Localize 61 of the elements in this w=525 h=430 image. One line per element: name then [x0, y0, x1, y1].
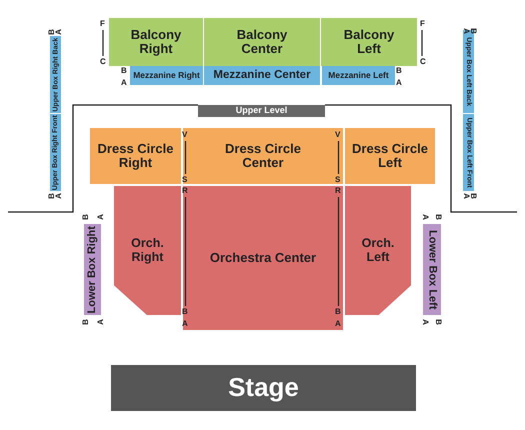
- row-letter: B: [48, 193, 56, 199]
- section-name: Dress Circle Center: [224, 142, 302, 170]
- row-letter: A: [420, 319, 429, 325]
- seating-section: [204, 18, 320, 66]
- row-letter: B: [434, 319, 442, 325]
- row-letter: R: [335, 187, 341, 195]
- section-name: Dress Circle Right: [96, 142, 174, 170]
- seating-section: [183, 186, 343, 330]
- row-letter: A: [121, 79, 127, 87]
- row-letter: A: [462, 28, 470, 34]
- row-letter: C: [100, 58, 106, 66]
- section-name: Balcony Left: [342, 28, 396, 56]
- seating-section: [204, 66, 320, 85]
- row-letter: A: [420, 214, 429, 220]
- seating-section: [345, 186, 411, 315]
- section-name: Dress Circle Left: [351, 142, 429, 170]
- seating-section: [423, 224, 441, 315]
- row-letter: C: [420, 58, 426, 66]
- row-letter: B: [82, 214, 90, 220]
- section-name: Mezzanine Right: [133, 71, 200, 80]
- row-letter: B: [468, 28, 477, 34]
- row-letter: S: [335, 176, 340, 184]
- row-letter: A: [96, 214, 105, 220]
- section-name: Balcony Center: [236, 28, 288, 56]
- row-letter: F: [420, 20, 425, 28]
- row-letter: A: [462, 193, 470, 199]
- section-name: Orchestra Center: [210, 251, 316, 265]
- section-name: Stage: [228, 374, 299, 402]
- row-letter: A: [54, 29, 63, 35]
- section-name: Orch. Left: [360, 237, 396, 264]
- section-name: Mezzanine Center: [213, 69, 311, 82]
- seating-section: [322, 66, 395, 85]
- row-letter: A: [96, 319, 105, 325]
- section-name: Balcony Right: [130, 28, 182, 56]
- row-letter: B: [396, 67, 402, 75]
- section-name: Upper Level: [236, 106, 288, 116]
- seating-section: [463, 114, 474, 191]
- seating-section: [130, 66, 203, 85]
- stage: [111, 365, 416, 411]
- row-letter: B: [434, 214, 442, 220]
- seating-section: [114, 186, 181, 315]
- row-letter: B: [468, 193, 477, 199]
- row-letter: V: [335, 131, 340, 139]
- row-letter: A: [396, 79, 402, 87]
- level-banner: [198, 105, 325, 117]
- row-letter: A: [54, 193, 63, 199]
- row-letter: A: [335, 320, 341, 328]
- seating-section: [90, 128, 181, 184]
- seating-section: [183, 128, 343, 184]
- section-name: Mezzanine Left: [328, 71, 389, 80]
- section-name: Lower Box Left: [426, 230, 438, 310]
- section-name: Orch. Right: [130, 237, 165, 264]
- seating-section: [321, 18, 417, 66]
- row-letter: B: [335, 308, 341, 316]
- row-letter: F: [100, 20, 105, 28]
- seating-section: [109, 18, 203, 66]
- row-letter: B: [82, 319, 90, 325]
- section-name: Lower Box Right: [86, 226, 98, 314]
- row-letter: B: [121, 67, 127, 75]
- seating-section: [345, 128, 435, 184]
- row-letter: B: [48, 29, 56, 35]
